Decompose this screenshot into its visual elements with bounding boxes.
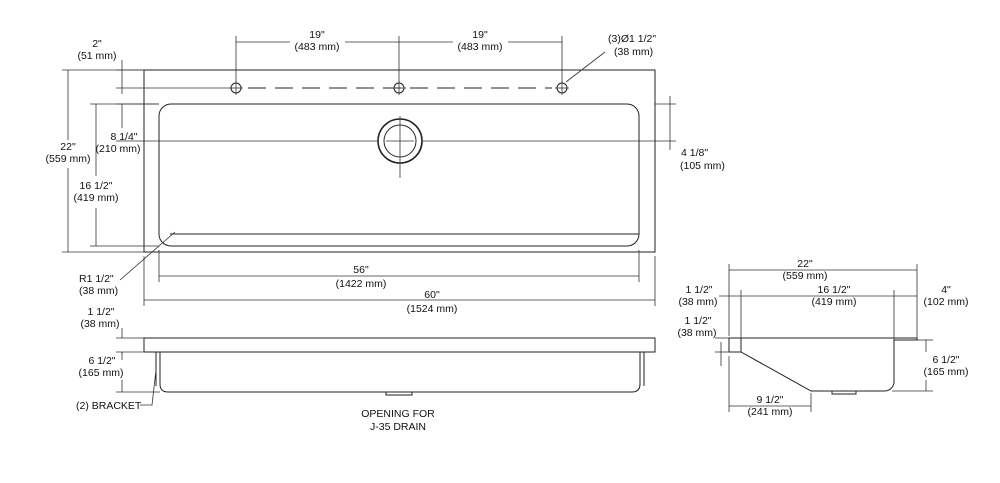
dim-right-offset-mm: (105 mm) <box>680 160 725 172</box>
dim-drain-offset <box>116 103 378 142</box>
dim-spacing-right-mm: (483 mm) <box>458 41 503 53</box>
front-height-mm: (165 mm) <box>79 367 124 379</box>
dim-side-slope <box>728 356 812 412</box>
dim-side-depth <box>728 264 918 338</box>
top-view-bowl <box>158 103 640 247</box>
side-view-profile <box>728 337 918 392</box>
side-rim-mm: (38 mm) <box>677 327 716 339</box>
dim-overall-width-in: 60" <box>424 289 440 301</box>
bracket-label: (2) BRACKET <box>76 400 142 412</box>
front-rim-in: 1 1/2" <box>87 306 114 318</box>
drain-label-line1: OPENING FOR <box>361 408 435 420</box>
drain-stub <box>385 391 413 396</box>
dim-bowl-width-in: 56" <box>353 264 369 276</box>
dim-bowl-depth-mm: (419 mm) <box>74 192 119 204</box>
faucet-hole-left <box>229 81 243 95</box>
bracket-leader <box>140 369 157 406</box>
dim-depth-in: 22" <box>60 141 76 153</box>
side-view: 22" (559 mm) 16 1/2" (419 mm) 4" (102 mm… <box>677 258 968 418</box>
side-back-mm: (102 mm) <box>924 296 969 308</box>
dim-hole-spacing <box>235 36 563 82</box>
faucet-hole-right <box>555 81 569 95</box>
drain-label-line2: J-35 DRAIN <box>370 421 426 433</box>
dim-right-offset-in: 4 1/8" <box>681 147 708 159</box>
dim-bowl-depth <box>90 103 159 247</box>
dim-spacing-left-in: 19" <box>309 29 325 41</box>
side-slope-mm: (241 mm) <box>748 406 793 418</box>
side-back-in: 4" <box>941 284 951 296</box>
dim-side-height <box>892 339 933 392</box>
side-rim-in: 1 1/2" <box>684 315 711 327</box>
dim-spacing-right-in: 19" <box>472 29 488 41</box>
side-top-in: 1 1/2" <box>685 284 712 296</box>
front-height-in: 6 1/2" <box>88 355 115 367</box>
dim-top-margin <box>116 60 230 94</box>
dim-front-height <box>116 352 160 393</box>
dim-front-rim <box>116 328 144 360</box>
top-view: 19" (483 mm) 19" (483 mm) (3)Ø1 1/2" (38… <box>46 29 725 315</box>
front-view: 1 1/2" (38 mm) 6 1/2" (165 mm) (2) BRACK… <box>76 306 656 433</box>
dim-bowl-width-mm: (1422 mm) <box>336 278 387 290</box>
radius-label-mm: (38 mm) <box>79 285 118 297</box>
side-depth-mm: (559 mm) <box>783 270 828 282</box>
dim-side-rim <box>715 337 729 366</box>
side-drain-stub <box>831 390 857 395</box>
holes-leader <box>565 51 606 83</box>
dim-top-margin-mm: (51 mm) <box>77 50 116 62</box>
front-view-rim <box>143 337 656 353</box>
side-height-in: 6 1/2" <box>932 354 959 366</box>
dim-overall-width-mm: (1524 mm) <box>407 303 458 315</box>
radius-leader <box>119 231 176 281</box>
side-top-mm: (38 mm) <box>678 296 717 308</box>
dim-drain-offset-mm: (210 mm) <box>96 143 141 155</box>
dim-bowl-width <box>158 250 640 282</box>
faucet-hole-center <box>392 81 406 95</box>
side-height-mm: (165 mm) <box>924 366 969 378</box>
dim-drain-offset-in: 8 1/4" <box>110 131 137 143</box>
dim-top-margin-in: 2" <box>92 38 102 50</box>
side-bowl-in: 16 1/2" <box>818 284 851 296</box>
front-view-bowl <box>159 352 641 393</box>
drain-opening <box>377 116 423 178</box>
dim-overall-depth <box>62 69 144 253</box>
dim-right-offset <box>422 96 676 150</box>
radius-label-in: R1 1/2" <box>79 273 114 285</box>
dim-side-bowl <box>740 290 895 340</box>
side-slope-in: 9 1/2" <box>756 394 783 406</box>
holes-label-in: (3)Ø1 1/2" <box>608 33 656 45</box>
dim-spacing-left-mm: (483 mm) <box>295 41 340 53</box>
front-rim-mm: (38 mm) <box>80 318 119 330</box>
dim-bowl-depth-in: 16 1/2" <box>80 180 113 192</box>
side-bowl-mm: (419 mm) <box>812 296 857 308</box>
dim-depth-mm: (559 mm) <box>46 153 91 165</box>
top-view-outline <box>143 69 656 253</box>
holes-label-mm: (38 mm) <box>614 46 653 58</box>
dim-overall-width <box>143 256 656 306</box>
side-depth-in: 22" <box>797 258 813 270</box>
